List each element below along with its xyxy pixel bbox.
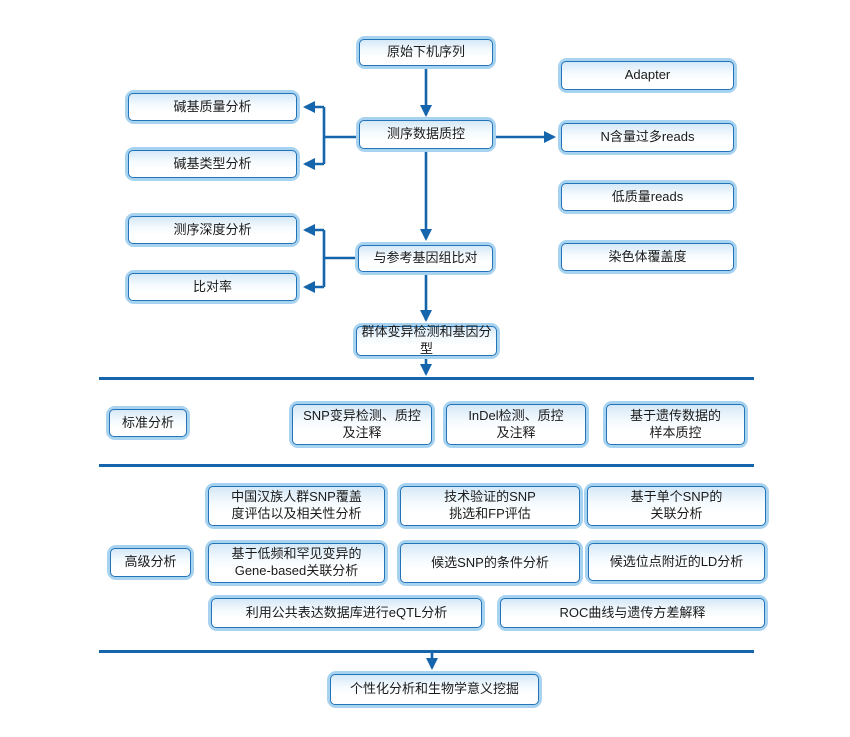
node-validated-snp: 技术验证的SNP 挑选和FP评估 <box>397 483 583 529</box>
node-indel-detection-label: InDel检测、质控 及注释 <box>468 407 564 440</box>
node-base-quality-label: 碱基质量分析 <box>173 98 252 114</box>
node-depth-analysis: 测序深度分析 <box>125 213 300 247</box>
node-variant-genotyping-label: 群体变异检测和基因分型 <box>361 324 492 356</box>
section-divider-middle <box>99 464 754 467</box>
node-sample-qc: 基于遗传数据的 样本质控 <box>603 401 748 448</box>
node-personalized-analysis: 个性化分析和生物学意义挖掘 <box>327 671 542 708</box>
node-eqtl-analysis-label: 利用公共表达数据库进行eQTL分析 <box>245 604 448 620</box>
node-ref-alignment-label: 与参考基因组比对 <box>373 250 478 266</box>
node-indel-detection: InDel检测、质控 及注释 <box>443 401 589 448</box>
node-raw-sequence-label: 原始下机序列 <box>386 44 465 60</box>
node-base-type-label: 碱基类型分析 <box>173 155 252 171</box>
node-single-snp-association-label: 基于单个SNP的 关联分析 <box>630 489 723 521</box>
node-personalized-analysis-label: 个性化分析和生物学意义挖掘 <box>349 681 519 697</box>
node-depth-analysis-label: 测序深度分析 <box>173 221 252 237</box>
node-conditional-snp: 候选SNP的条件分析 <box>397 540 583 586</box>
advanced-section-label: 高级分析 <box>107 545 194 580</box>
branch-align-left <box>322 230 355 287</box>
node-validated-snp-label: 技术验证的SNP 挑选和FP评估 <box>444 489 536 521</box>
node-conditional-snp-label: 候选SNP的条件分析 <box>431 554 549 570</box>
node-snp-detection: SNP变异检测、质控 及注释 <box>289 401 435 448</box>
node-roc-heritability-label: ROC曲线与遗传方差解释 <box>559 604 706 620</box>
standard-section-label-text: 标准分析 <box>121 414 174 430</box>
section-divider-bottom <box>99 650 754 653</box>
advanced-section-label-text: 高级分析 <box>124 554 177 570</box>
node-roc-heritability: ROC曲线与遗传方差解释 <box>497 595 768 631</box>
standard-section-label: 标准分析 <box>106 406 190 440</box>
node-adapter-label: Adapter <box>624 67 671 83</box>
node-low-quality-reads-label: 低质量reads <box>611 188 684 204</box>
node-adapter: Adapter <box>558 58 737 93</box>
node-base-quality: 碱基质量分析 <box>125 90 300 124</box>
node-variant-genotyping: 群体变异检测和基因分型 <box>353 323 500 359</box>
node-single-snp-association: 基于单个SNP的 关联分析 <box>584 483 769 529</box>
node-han-snp-coverage-label: 中国汉族人群SNP覆盖 度评估以及相关性分析 <box>231 489 362 521</box>
node-snp-detection-label: SNP变异检测、质控 及注释 <box>303 407 421 440</box>
node-gene-based-association-label: 基于低频和罕见变异的 Gene-based关联分析 <box>231 546 362 578</box>
node-han-snp-coverage: 中国汉族人群SNP覆盖 度评估以及相关性分析 <box>205 483 388 529</box>
node-chromosome-coverage: 染色体覆盖度 <box>558 240 737 274</box>
node-gene-based-association: 基于低频和罕见变异的 Gene-based关联分析 <box>205 540 388 586</box>
section-divider-top <box>99 377 754 380</box>
node-mapping-rate-label: 比对率 <box>192 278 232 294</box>
node-ld-analysis: 候选位点附近的LD分析 <box>585 540 768 584</box>
node-mapping-rate: 比对率 <box>125 270 300 304</box>
node-eqtl-analysis: 利用公共表达数据库进行eQTL分析 <box>208 595 485 631</box>
node-raw-sequence: 原始下机序列 <box>356 36 496 69</box>
node-ld-analysis-label: 候选位点附近的LD分析 <box>609 553 744 569</box>
node-n-reads: N含量过多reads <box>558 120 737 155</box>
node-sequencing-qc: 测序数据质控 <box>356 117 496 152</box>
node-n-reads-label: N含量过多reads <box>600 129 695 145</box>
node-sequencing-qc-label: 测序数据质控 <box>386 126 465 142</box>
branch-qc-left <box>322 107 356 164</box>
node-base-type: 碱基类型分析 <box>125 147 300 181</box>
node-chromosome-coverage-label: 染色体覆盖度 <box>608 248 687 264</box>
node-sample-qc-label: 基于遗传数据的 样本质控 <box>629 407 721 440</box>
node-ref-alignment: 与参考基因组比对 <box>355 242 496 275</box>
node-low-quality-reads: 低质量reads <box>558 180 737 214</box>
